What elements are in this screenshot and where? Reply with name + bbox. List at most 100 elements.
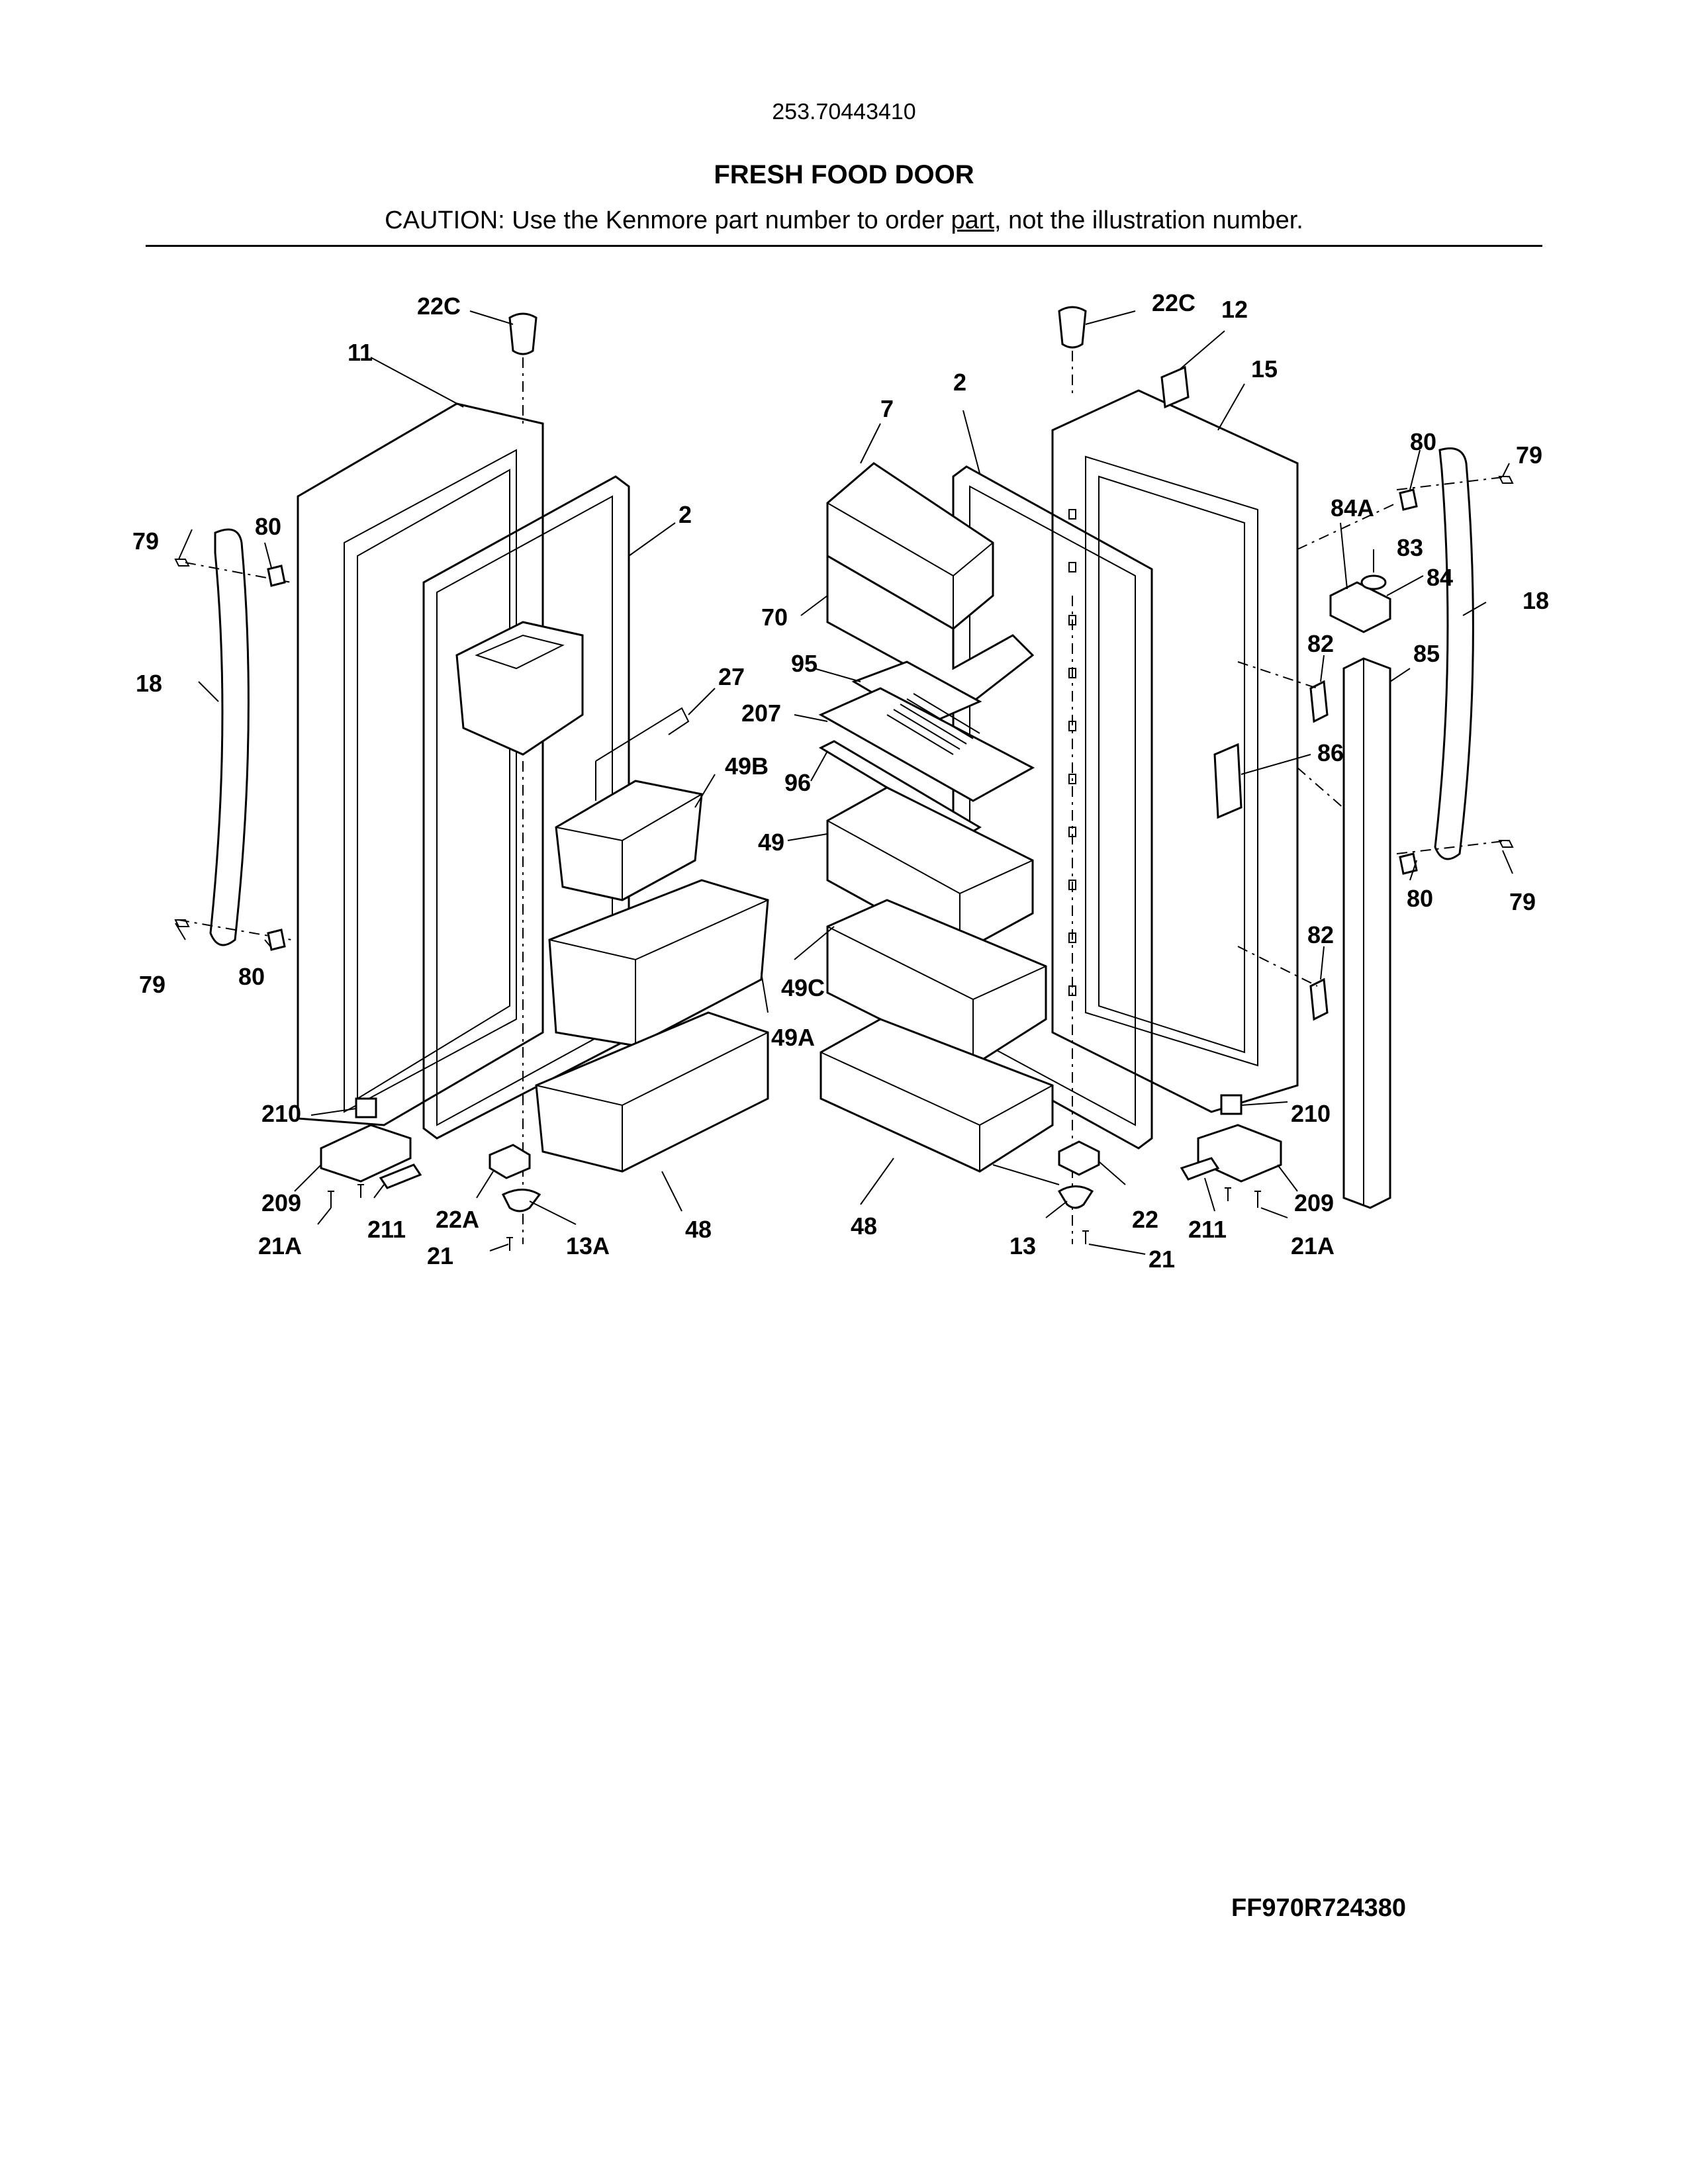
- callout-27: 27: [718, 663, 745, 690]
- right-hinge-cap-211: [1180, 1157, 1220, 1181]
- right-bracket-84a: [1329, 581, 1391, 633]
- callout-13a: 13A: [566, 1232, 610, 1259]
- callout-21a-left: 21A: [258, 1232, 302, 1259]
- callout-79-right-top: 79: [1516, 441, 1542, 469]
- callout-21a-right: 21A: [1291, 1232, 1335, 1259]
- diagram-code: FF970R724380: [1231, 1894, 1407, 1922]
- right-screw-21: [1082, 1230, 1089, 1244]
- right-cam-13: [1057, 1185, 1094, 1209]
- caution-text-after: , not the illustration number.: [994, 206, 1303, 234]
- callout-209-left: 209: [261, 1189, 301, 1216]
- callout-80-right-bot: 80: [1407, 885, 1433, 912]
- right-door-assembly: [818, 306, 1514, 1244]
- left-hinge-cap-211: [379, 1163, 422, 1189]
- right-door-trim-85: [1342, 657, 1391, 1209]
- callout-7: 7: [880, 395, 894, 422]
- left-handle-stud-top: [267, 565, 286, 587]
- right-bottom-bin-48: [820, 1018, 1054, 1173]
- callout-80-left-top: 80: [255, 513, 281, 540]
- callout-83: 83: [1397, 534, 1423, 561]
- right-dispenser-housing-70: [826, 554, 1035, 703]
- callout-86: 86: [1317, 739, 1344, 766]
- callout-22-right: 22: [1132, 1206, 1158, 1233]
- page-title: FRESH FOOD DOOR: [714, 160, 974, 189]
- callout-49: 49: [758, 829, 784, 856]
- right-door-panel: [1051, 389, 1299, 1113]
- right-handle-stud-bot: [1399, 852, 1418, 875]
- left-door-dispenser-cavity: [455, 621, 584, 756]
- callout-leaders: [175, 310, 1513, 1255]
- right-bushing-22: [1058, 1140, 1100, 1176]
- callout-85: 85: [1413, 640, 1440, 667]
- callout-79-right-bot: 79: [1509, 888, 1536, 915]
- right-door-label-12: [1160, 365, 1190, 409]
- callout-18-right: 18: [1523, 587, 1549, 614]
- left-door-handle: [209, 528, 250, 946]
- left-screw-21: [506, 1237, 513, 1251]
- callout-210-right: 210: [1291, 1100, 1331, 1127]
- left-handle-screw-top: [174, 559, 190, 567]
- caution-part-word: part: [951, 206, 994, 234]
- callout-82-bot: 82: [1307, 921, 1334, 948]
- left-bottom-bin-48: [535, 1011, 769, 1173]
- callout-96: 96: [784, 769, 811, 796]
- right-handle-screw-top: [1498, 476, 1514, 484]
- right-shelf-bin-49: [826, 786, 1034, 954]
- left-door-assembly: [174, 312, 769, 1251]
- callout-13: 13: [1009, 1232, 1036, 1259]
- callout-11: 11: [348, 339, 373, 366]
- callout-49b: 49B: [725, 752, 769, 780]
- callout-18-left: 18: [136, 670, 162, 697]
- callout-82-top: 82: [1307, 630, 1334, 657]
- callout-80-right-top: 80: [1410, 428, 1436, 455]
- callout-21-left: 21: [427, 1242, 453, 1269]
- right-top-cap: [1058, 306, 1087, 349]
- callout-22a: 22A: [436, 1206, 479, 1233]
- right-tray-grille: [886, 693, 980, 755]
- callout-70: 70: [761, 604, 788, 631]
- callout-80-left-bot: 80: [238, 963, 265, 990]
- callout-95: 95: [791, 650, 818, 677]
- left-handle-stud-bot: [267, 929, 286, 951]
- callout-21-right: 21: [1149, 1246, 1175, 1273]
- right-screw-21a-b: [1225, 1187, 1231, 1201]
- left-wire-retainer: [595, 707, 690, 801]
- right-switch-86: [1213, 743, 1243, 819]
- right-hinge-209: [1197, 1124, 1282, 1183]
- left-shelf-bin-49a: [548, 879, 769, 1047]
- callout-48-left: 48: [685, 1216, 712, 1243]
- model-number: 253.70443410: [772, 99, 916, 124]
- callout-84a: 84A: [1331, 494, 1374, 522]
- right-screw-21a: [1254, 1191, 1261, 1208]
- callout-2-left: 2: [679, 501, 692, 528]
- right-clip-82-bot: [1309, 978, 1329, 1021]
- left-screw-21a-b: [357, 1184, 364, 1198]
- callout-48-right: 48: [851, 1212, 877, 1240]
- callout-211-right: 211: [1188, 1216, 1227, 1243]
- header-divider: [146, 245, 1542, 247]
- left-top-cap: [508, 312, 538, 355]
- callout-49c: 49C: [781, 974, 825, 1001]
- callout-84: 84: [1427, 564, 1453, 591]
- right-clip-82-top: [1309, 680, 1329, 723]
- callout-15: 15: [1251, 355, 1278, 383]
- callout-79-left-bot: 79: [139, 971, 165, 998]
- left-cam-13a: [501, 1189, 541, 1212]
- right-shelf-bin-49c: [826, 899, 1047, 1067]
- right-tray-207: [818, 687, 1035, 802]
- caution-text-before: CAUTION: Use the Kenmore part number to …: [385, 206, 951, 234]
- right-plug-83: [1360, 574, 1387, 590]
- callout-22c-right: 22C: [1152, 289, 1196, 316]
- callout-49a: 49A: [771, 1024, 815, 1051]
- callout-labels: 22C 11 2 79 80 18 79 80 27 49B 49A 210 2…: [132, 289, 1549, 1273]
- left-shelf-bin-49b: [555, 780, 703, 901]
- right-hinge-cover-210: [1220, 1094, 1243, 1115]
- left-door-panel: [297, 402, 544, 1126]
- left-bushing-22a: [489, 1144, 531, 1179]
- callout-211-left: 211: [367, 1216, 406, 1243]
- right-handle-stud-top: [1399, 488, 1418, 511]
- callout-209-right: 209: [1294, 1189, 1334, 1216]
- callout-2-right: 2: [953, 369, 966, 396]
- right-door-handle: [1434, 447, 1474, 860]
